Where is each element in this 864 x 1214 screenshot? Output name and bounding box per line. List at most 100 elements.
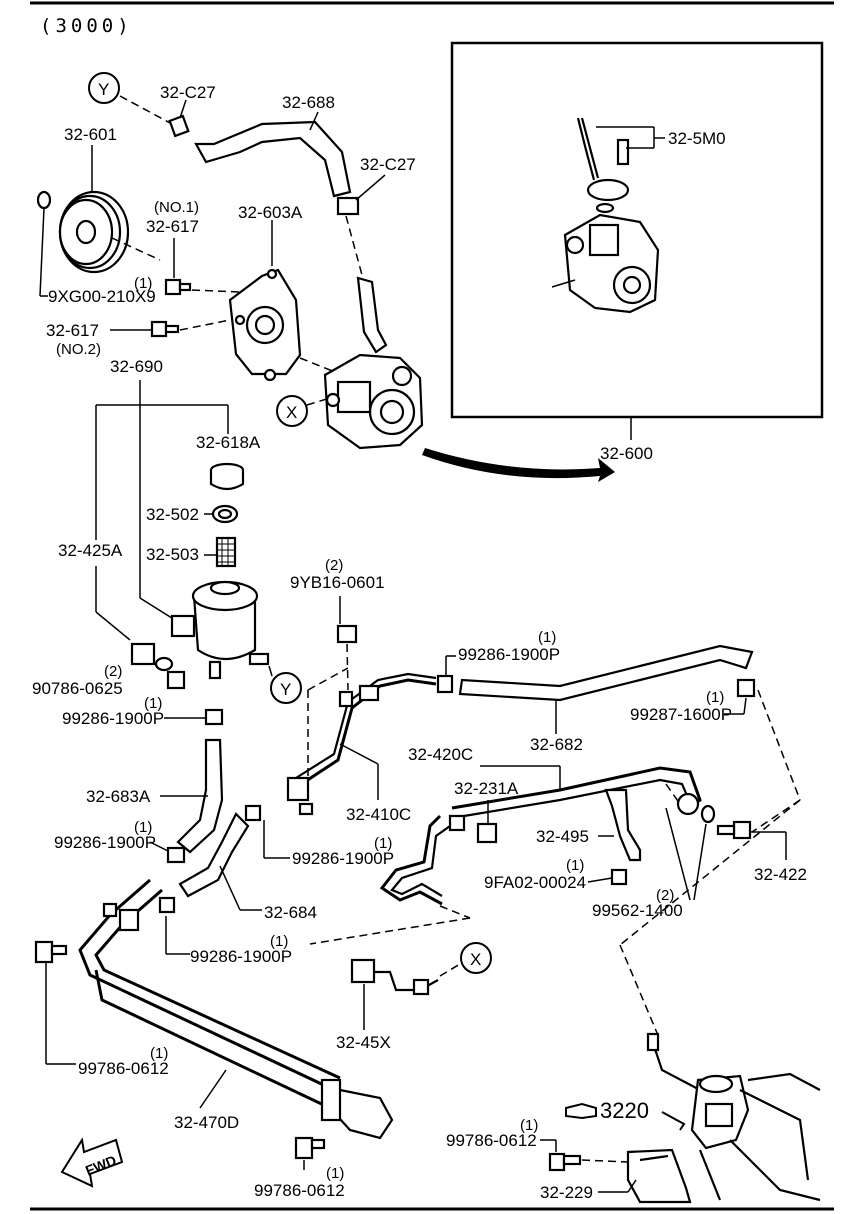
- pump-32-600: [323, 276, 424, 450]
- label-32-410c: 32-410C: [346, 805, 411, 824]
- bolt-32-617-no1: [164, 278, 192, 296]
- label-32-422: 32-422: [754, 865, 807, 884]
- callout-y-top: [88, 72, 120, 104]
- callout-y-bottom: [270, 672, 302, 704]
- steering-gear-3220: [646, 1032, 821, 1202]
- label-32-420c: 32-420C: [408, 745, 473, 764]
- label-32-503: 32-503: [146, 545, 199, 564]
- pulley-32-601: [58, 190, 130, 274]
- label-32-470d: 32-470D: [174, 1113, 239, 1132]
- label-99286-e: 99286-1900P: [190, 947, 292, 966]
- callout-x-top-letter: X: [286, 403, 297, 422]
- reservoir-32-690: [170, 580, 270, 680]
- label-99786-a: 99786-0612: [78, 1059, 169, 1078]
- label-32-45x: 32-45X: [336, 1033, 391, 1052]
- bolt-99786-c: [548, 1152, 582, 1172]
- label-32-682: 32-682: [530, 735, 583, 754]
- nut-9xg00: [36, 190, 52, 210]
- qty-99786-c: (1): [520, 1117, 538, 1134]
- bolt-32-422: [716, 820, 752, 840]
- label-99786-b: 99786-0612: [254, 1181, 345, 1200]
- label-32-617-no2-note: (NO.2): [56, 341, 101, 358]
- clamp-32-c27-right: [336, 196, 360, 216]
- label-99287: 99287-1600P: [630, 705, 732, 724]
- qty-32-617-no1: (1): [134, 275, 152, 292]
- bolt-32-617-no2: [150, 320, 180, 338]
- callout-x-top: [276, 395, 308, 427]
- qty-99286-a: (1): [538, 629, 556, 646]
- pointing-hand-icon: [565, 1102, 597, 1120]
- bracket-32-495: [604, 788, 642, 862]
- bolt-99786-b: [294, 1136, 326, 1160]
- label-32-5m0: 32-5M0: [668, 129, 726, 148]
- qty-99286-e: (1): [270, 933, 288, 950]
- label-32-c27-right: 32-C27: [360, 155, 416, 174]
- label-9xg00: 9XG00-210X9: [48, 287, 156, 306]
- label-32-617-no1-note: (NO.1): [154, 199, 199, 216]
- label-32-618a: 32-618A: [196, 433, 261, 452]
- fitting-32-45x: [350, 958, 439, 996]
- clamp-99286-c: [166, 846, 186, 864]
- clamp-99286-d: [244, 804, 262, 822]
- label-99286-c: 99286-1900P: [54, 833, 156, 852]
- cap-32-618a: [209, 462, 245, 491]
- clamp-99286-e: [158, 896, 176, 914]
- qty-99562: (2): [656, 887, 674, 904]
- qty-99286-c: (1): [134, 819, 152, 836]
- clamp-99286-a: [436, 674, 454, 694]
- label-32-229: 32-229: [540, 1183, 593, 1202]
- qty-99286-d: (1): [374, 835, 392, 852]
- label-90786: 90786-0625: [32, 679, 123, 698]
- cooler-pipe-32-470d: [78, 878, 394, 1140]
- strainer-32-503: [215, 536, 237, 568]
- inset-arrow: [422, 448, 615, 482]
- sensor-32-231a: [476, 822, 498, 844]
- qty-9yb16: (2): [325, 557, 343, 574]
- qty-99786-a: (1): [150, 1045, 168, 1062]
- hose-32-682: [458, 644, 754, 702]
- label-32-684: 32-684: [264, 903, 317, 922]
- fitting-32-420c: [448, 814, 466, 832]
- callout-y-bottom-letter: Y: [280, 680, 291, 699]
- seal-32-502: [211, 504, 239, 524]
- clamp-99287: [736, 678, 756, 698]
- bolt-9fa02: [610, 868, 628, 886]
- qty-99287: (1): [706, 689, 724, 706]
- label-9yb16: 9YB16-0601: [290, 573, 385, 592]
- fwd-arrow-icon: FWD: [60, 1137, 124, 1188]
- label-32-600: 32-600: [600, 444, 653, 463]
- label-32-231a: 32-231A: [454, 779, 519, 798]
- grommet-99562-a: [676, 792, 700, 816]
- clamp-99286-b: [204, 708, 224, 726]
- label-99286-b: 99286-1900P: [62, 709, 164, 728]
- qty-99286-b: (1): [144, 695, 162, 712]
- boot-32-229: [626, 1148, 692, 1204]
- qty-90786: (2): [104, 663, 122, 680]
- inset-pump-assembly: [551, 117, 660, 314]
- label-32-683a: 32-683A: [86, 787, 151, 806]
- label-99786-c: 99786-0612: [446, 1131, 537, 1150]
- label-32-502: 32-502: [146, 505, 199, 524]
- nut-9yb16: [336, 624, 358, 644]
- label-32-495: 32-495: [536, 827, 589, 846]
- hose-32-684: [178, 812, 250, 898]
- grommet-99562-b: [700, 804, 716, 824]
- label-32-c27-top: 32-C27: [160, 83, 216, 102]
- qty-99786-b: (1): [326, 1165, 344, 1182]
- mount-90786: [130, 642, 186, 690]
- group-code: (3000): [40, 15, 133, 37]
- label-32-617-no1: 32-617: [146, 217, 199, 236]
- label-99286-d: 99286-1900P: [292, 849, 394, 868]
- bolt-99786-a: [34, 940, 68, 964]
- callout-x-bottom-letter: X: [470, 950, 481, 969]
- label-9fa02: 9FA02-00024: [484, 873, 586, 892]
- callout-x-bottom: [460, 942, 492, 974]
- hose-32-688: [194, 120, 352, 198]
- pipe-32-410c: [286, 672, 437, 816]
- label-32-603a: 32-603A: [238, 203, 303, 222]
- callout-y-top-letter: Y: [98, 80, 109, 99]
- label-99286-a: 99286-1900P: [458, 645, 560, 664]
- label-32-690: 32-690: [110, 357, 163, 376]
- qty-9fa02: (1): [566, 857, 584, 874]
